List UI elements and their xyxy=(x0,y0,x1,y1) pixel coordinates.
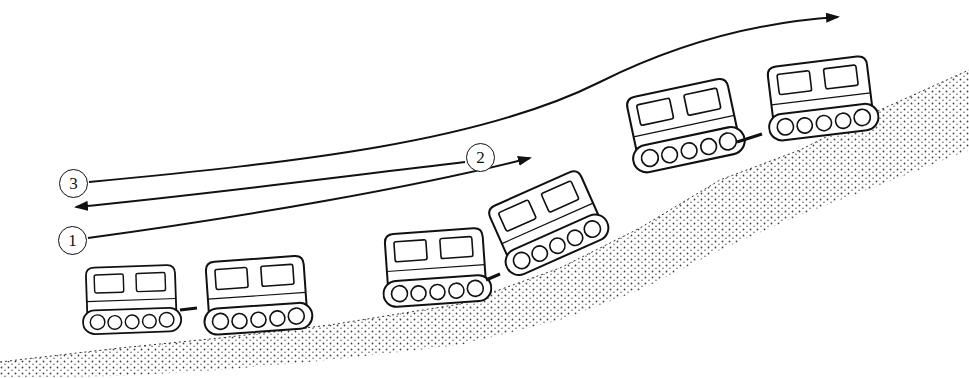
callout-number: 3 xyxy=(69,175,78,192)
callout-circle: 3 xyxy=(59,169,88,198)
route-arrow xyxy=(89,17,838,182)
callout-circle: 1 xyxy=(58,226,87,255)
callout-circle: 2 xyxy=(466,143,495,172)
callout-number: 1 xyxy=(68,232,77,249)
callout-number: 2 xyxy=(476,149,485,166)
route-arrow xyxy=(76,162,465,207)
